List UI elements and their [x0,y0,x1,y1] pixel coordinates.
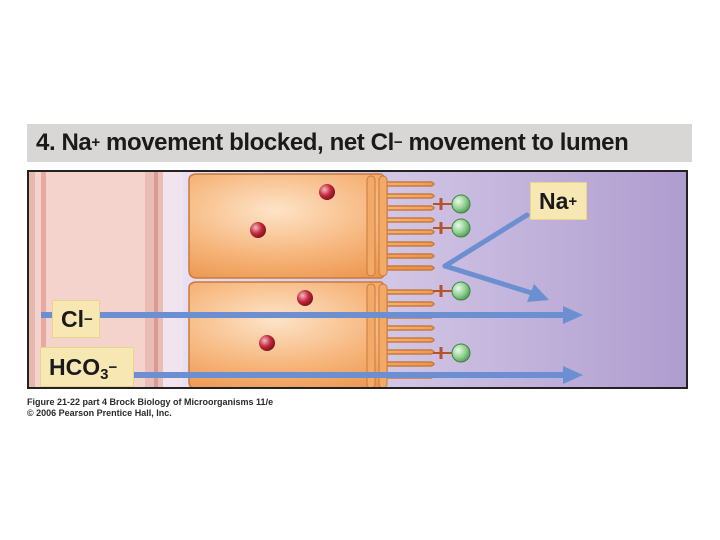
red-molecule [259,335,275,351]
na-label: Na+ [530,182,587,220]
hco3-label-subscript: 3 [100,366,109,383]
na-label-charge: + [568,193,578,210]
title-middle: movement blocked, net Cl [99,129,394,156]
caption-line-2: © 2006 Pearson Prentice Hall, Inc. [27,408,172,418]
hco3-label: HCO3− [40,347,134,387]
title-na: Na [61,129,92,156]
na-deflection-arrows [442,212,538,297]
caption-line-1: Figure 21-22 part 4 Brock Biology of Mic… [27,397,274,407]
title-number: 4. [36,129,56,156]
na-arrowhead [527,284,549,302]
hco3-label-text: HCO [49,354,101,380]
hco3-label-charge: − [108,359,118,376]
microvillus [366,175,376,277]
figure-frame [27,170,688,389]
panel-title: 4. Na+ movement blocked, net Cl− movemen… [36,126,629,160]
cl-label-charge: − [84,311,93,328]
red-molecule [319,184,335,200]
title-na-charge: + [91,134,100,151]
title-bar [27,124,692,162]
red-molecule [250,222,266,238]
blocked-na-channels [433,194,471,363]
title-end: movement to lumen [402,129,629,156]
red-molecule [297,290,313,306]
title-cl-charge: − [393,134,403,151]
microvillus [378,175,388,277]
cl-arrow [41,306,583,324]
cl-label: Cl− [52,300,100,338]
cl-label-text: Cl [61,306,84,332]
na-label-text: Na [539,188,569,214]
figure-caption: Figure 21-22 part 4 Brock Biology of Mic… [27,397,273,419]
